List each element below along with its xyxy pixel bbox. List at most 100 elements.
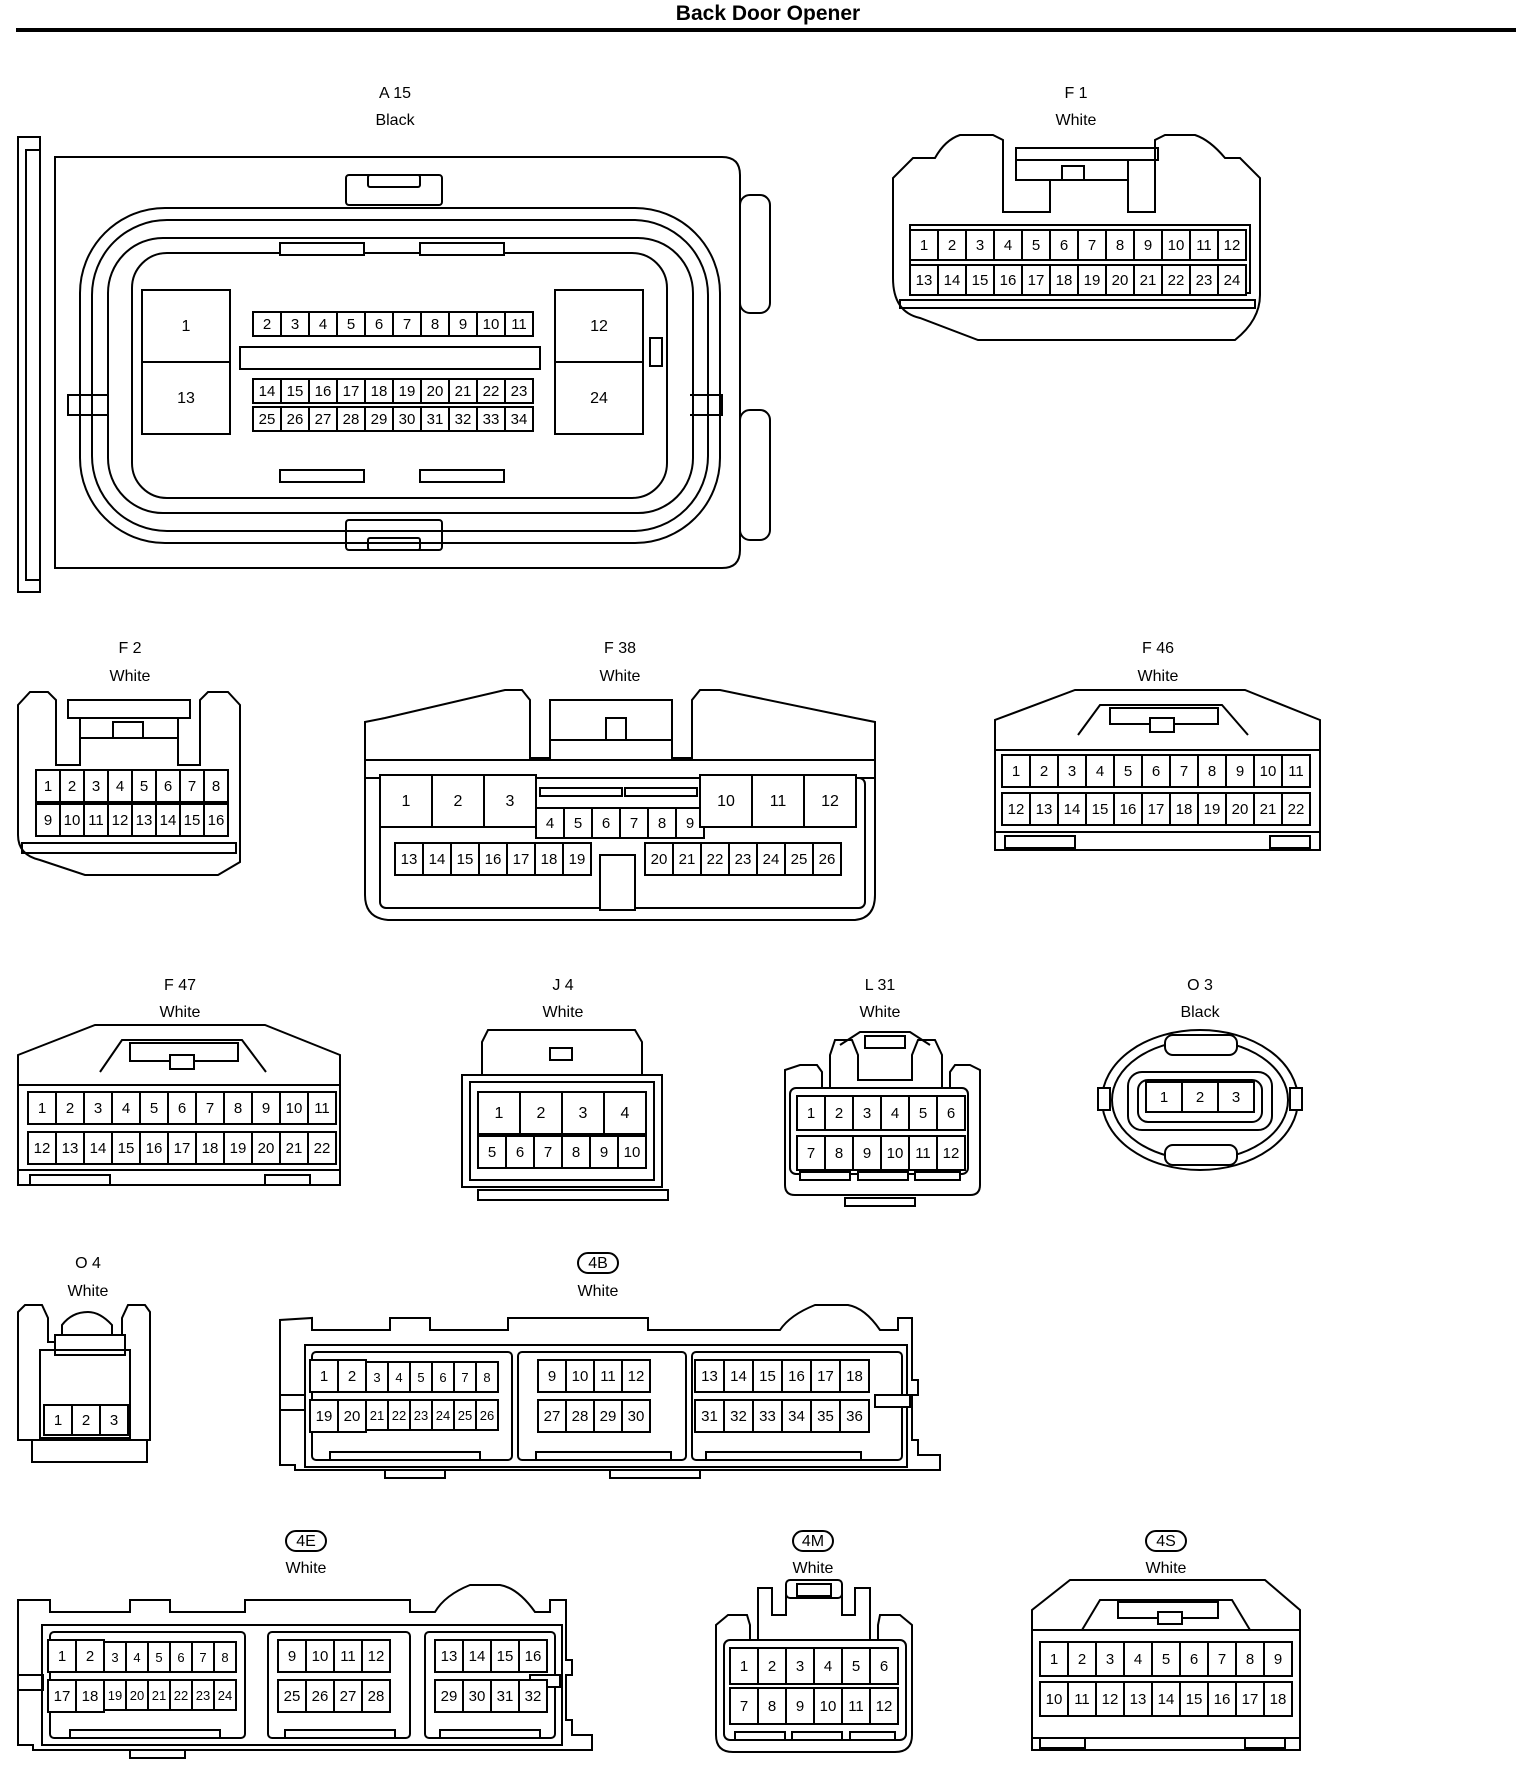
pin-number: 12 [34,1140,51,1157]
housing-outline [364,689,876,921]
housing-part [384,1469,446,1479]
pin-cell [1133,229,1163,261]
connector-id: F 2 [118,640,141,657]
pin-number: 18 [371,383,388,400]
pin-cell [1039,1681,1069,1717]
pin-cell [27,1091,57,1125]
pin-cell [155,803,181,837]
connector-id: F 38 [604,640,636,657]
housing-outline [994,689,1321,851]
pin-number: 9 [459,316,467,333]
pin-number: 11 [1196,237,1212,254]
pin-cell [309,1359,339,1393]
pin-cell [280,406,310,432]
pin-cell [699,774,753,828]
housing-part [17,1674,44,1691]
pin-cell [475,1361,499,1393]
pin-number: 5 [150,1100,158,1117]
pin-number: 19 [230,1140,247,1157]
connector-color: Black [375,112,415,129]
pin-cell [751,774,805,828]
pin-number: 20 [1232,801,1249,818]
connector-color: White [600,668,641,685]
pin-cell [308,378,338,404]
pin-number: 11 [88,812,104,829]
pin-number: 3 [92,778,100,795]
housing-part [739,409,771,541]
pin-number: 24 [1224,272,1241,289]
pin-number: 15 [1092,801,1109,818]
connector-color: White [860,1004,901,1021]
pin-cell [936,1095,966,1131]
pin-number: 11 [1074,1691,1090,1708]
pin-number: 2 [454,793,463,810]
housing-part [624,787,698,797]
pin-number: 5 [919,1105,927,1122]
pin-cell [619,807,649,839]
pin-cell [35,769,61,803]
connector-id: 4B [588,1255,608,1272]
pin-number: 24 [590,390,608,407]
pin-number: 16 [1120,801,1137,818]
housing-part [609,1469,701,1479]
housing-part [25,149,41,581]
pin-number: 15 [972,272,989,289]
pin-number: 3 [1232,1089,1240,1106]
pin-cell [965,229,995,261]
housing-part [1164,1034,1238,1056]
pin-number: 9 [44,812,52,829]
pin-cell [141,289,231,363]
pin-number: 7 [1218,1651,1226,1668]
pin-number: 13 [62,1140,79,1157]
pin-number: 9 [1144,237,1152,254]
pin-number: 25 [458,1408,472,1423]
pin-number: 14 [944,272,961,289]
pin-number: 13 [916,272,933,289]
pin-number: 22 [174,1688,188,1703]
pin-cell [752,1399,783,1433]
pin-number: 15 [118,1140,135,1157]
pin-number: 1 [1050,1651,1058,1668]
housing-part [796,1583,832,1597]
pin-cell [504,406,534,432]
housing-part [649,337,663,367]
housing-part [79,207,721,544]
housing-part [21,842,237,854]
housing-part [1149,717,1175,733]
pin-number: 14 [429,851,446,868]
pin-number: 7 [206,1100,214,1117]
pin-cell [155,769,181,803]
housing-part [1127,1071,1273,1131]
pin-number: 8 [483,1370,490,1385]
pin-cell [752,1359,783,1393]
pin-cell [504,311,534,337]
connector-id: F 47 [164,977,196,994]
pin-cell [589,1135,619,1169]
pin-cell [1235,1681,1265,1717]
pin-cell [824,1095,854,1131]
pin-cell [869,1687,899,1725]
pin-number: 6 [164,778,172,795]
pin-cell [490,1679,520,1713]
pin-cell [812,842,842,876]
pin-number: 4 [319,316,327,333]
pin-number: 11 [314,1100,330,1117]
pin-number: 11 [915,1145,931,1162]
pin-cell [476,311,506,337]
pin-cell [781,1359,812,1393]
pin-cell [364,311,394,337]
pin-cell [1057,754,1087,788]
connector-id-badge [577,1252,619,1274]
connector-color: White [286,1560,327,1577]
pin-number: 17 [817,1368,834,1385]
pin-number: 19 [1084,272,1101,289]
pin-cell [379,774,433,828]
pin-number: 1 [44,778,52,795]
housing-part [345,519,443,551]
pin-number: 21 [286,1140,303,1157]
pin-cell [1253,792,1283,826]
housing-part [329,1451,481,1461]
pin-cell [305,1679,335,1713]
housing-part [477,1189,669,1201]
pin-number: 13 [701,1368,718,1385]
